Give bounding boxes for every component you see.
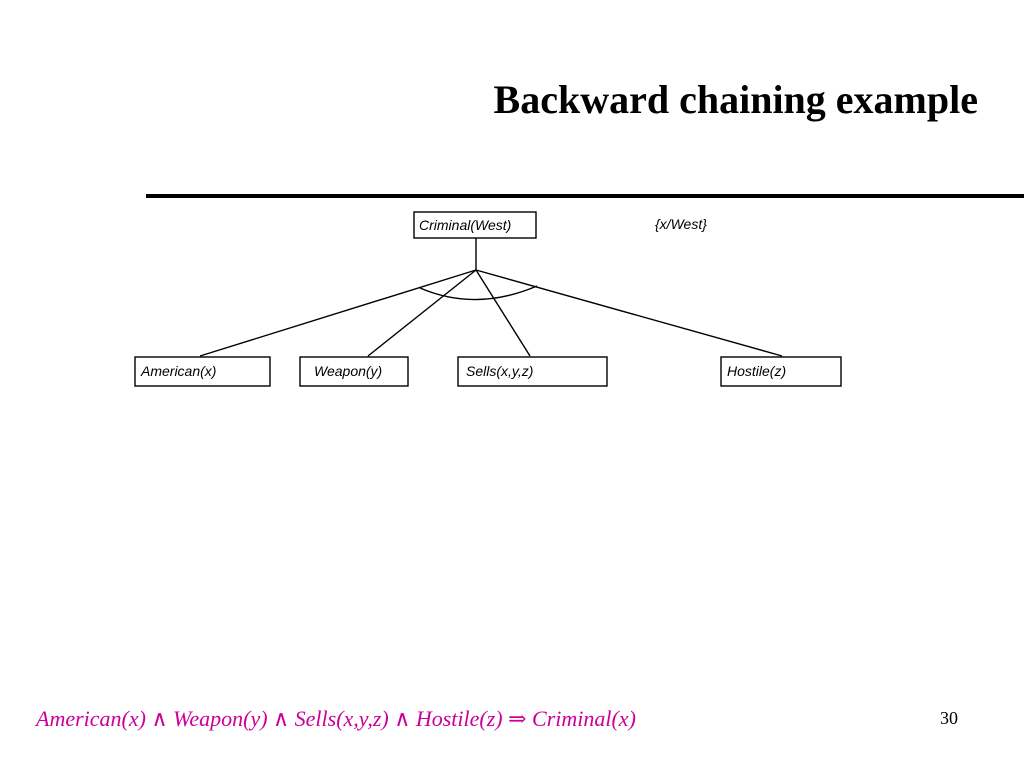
child-node-weapon: Weapon(y)	[299, 356, 409, 387]
root-node-label: Criminal(West)	[419, 217, 511, 233]
child-node-sells: Sells(x,y,z)	[457, 356, 608, 387]
page-number: 30	[940, 708, 958, 728]
substitution-label: {x/West}	[655, 216, 707, 232]
child-node-hostile: Hostile(z)	[720, 356, 842, 387]
child-node-label: American(x)	[140, 363, 216, 379]
slide-title: Backward chaining example	[493, 77, 978, 122]
root-node: Criminal(West)	[413, 211, 537, 239]
rule-formula: American(x) ∧ Weapon(y) ∧ Sells(x,y,z) ∧…	[36, 706, 636, 731]
edge-american	[199, 269, 477, 357]
title-divider	[146, 194, 1024, 198]
child-node-american: American(x)	[134, 356, 271, 387]
edge-weapon	[367, 269, 477, 357]
edge-hostile	[475, 269, 783, 357]
conjunction-arc	[419, 285, 538, 301]
child-node-label: Weapon(y)	[314, 363, 382, 379]
child-node-label: Sells(x,y,z)	[466, 363, 533, 379]
edge-sells	[475, 269, 531, 357]
child-node-label: Hostile(z)	[727, 363, 786, 379]
